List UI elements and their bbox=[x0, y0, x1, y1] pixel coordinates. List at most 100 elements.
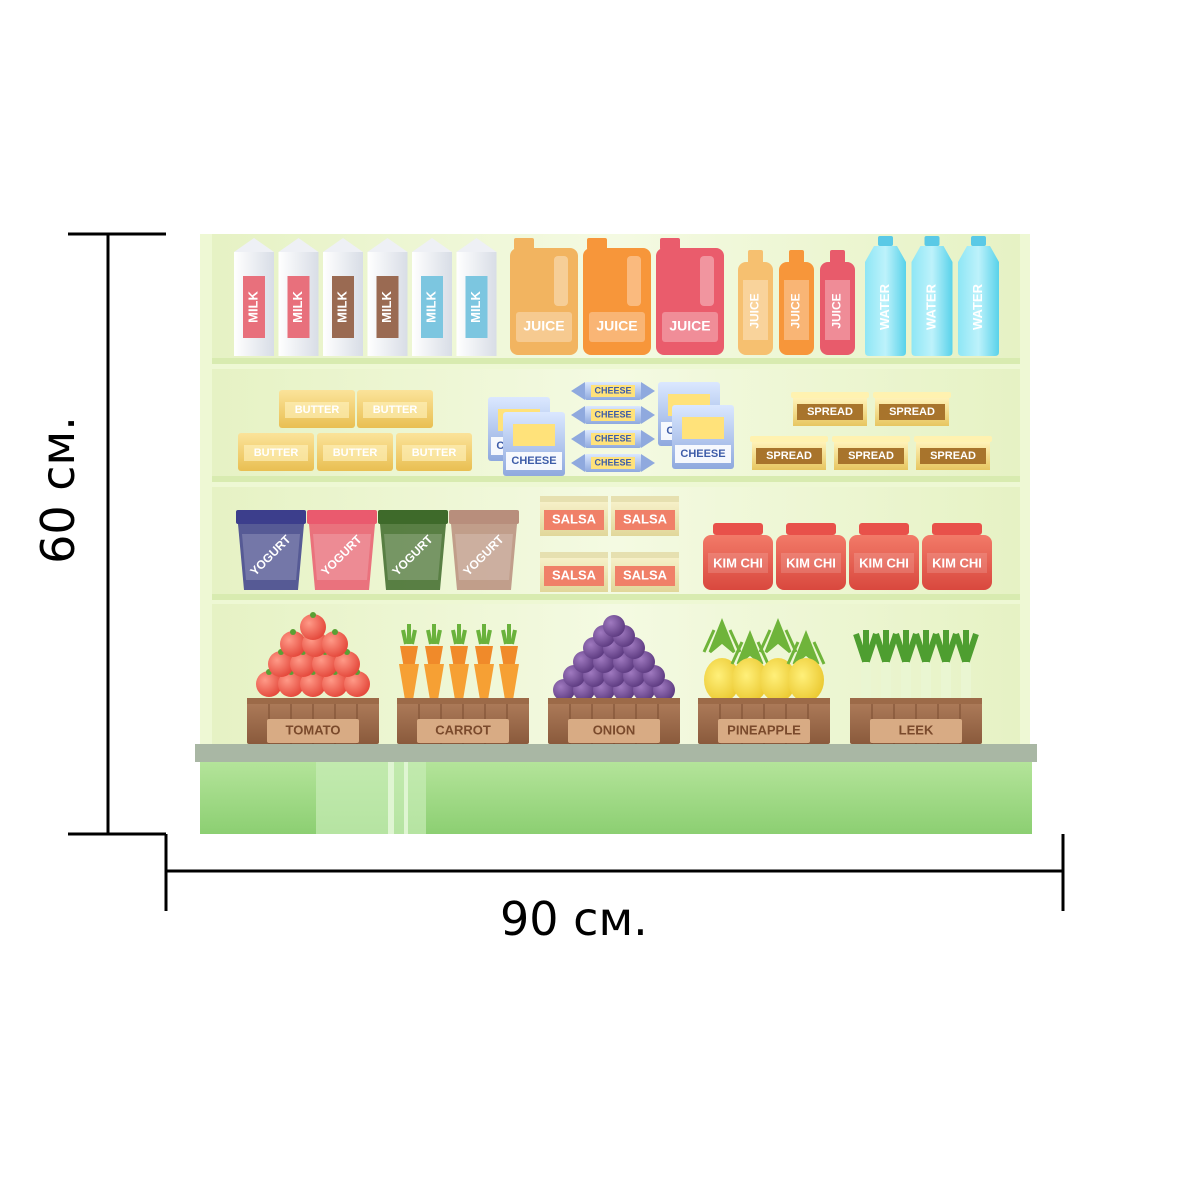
milk-carton: MILK bbox=[367, 238, 408, 356]
salsa-label: SALSA bbox=[552, 511, 597, 526]
kimchi-label: KIM CHI bbox=[786, 555, 836, 570]
shelf-dividers bbox=[212, 358, 1020, 600]
spread-label: SPREAD bbox=[930, 450, 976, 462]
spread-label: SPREAD bbox=[848, 450, 894, 462]
produce-pile bbox=[553, 615, 675, 701]
counter-highlight bbox=[316, 762, 426, 834]
juice-bottle: JUICE bbox=[779, 250, 814, 355]
cheese-label: CHEESE bbox=[594, 409, 631, 419]
counter-ledge bbox=[195, 744, 1037, 762]
water-label: WATER bbox=[923, 283, 938, 330]
height-label: 60 см. bbox=[31, 416, 85, 564]
produce-crate: CARROT bbox=[397, 624, 529, 744]
kimchi-jar: KIM CHI bbox=[922, 523, 992, 590]
juice-label: JUICE bbox=[523, 318, 564, 334]
juice-bottle: JUICE bbox=[738, 250, 773, 355]
cheese-bag: CHEESE bbox=[503, 412, 565, 476]
cheese-packet: CHEESE bbox=[571, 406, 655, 424]
height-dimension-line bbox=[68, 232, 166, 836]
kimchi-label: KIM CHI bbox=[713, 555, 763, 570]
cheese-label: CHEESE bbox=[594, 385, 631, 395]
cheese-label: CHEESE bbox=[594, 433, 631, 443]
crate-label: ONION bbox=[593, 722, 636, 737]
milk-label: MILK bbox=[379, 291, 394, 323]
butter-label: BUTTER bbox=[295, 404, 340, 416]
kimchi-label: KIM CHI bbox=[859, 555, 909, 570]
juice-jug: JUICE bbox=[656, 238, 724, 355]
milk-carton: MILK bbox=[456, 238, 497, 356]
produce-pile bbox=[256, 612, 370, 697]
butter-pack: BUTTER bbox=[317, 433, 393, 471]
spread-label: SPREAD bbox=[807, 406, 853, 418]
yogurt-cup: YOGURT bbox=[307, 510, 377, 590]
spread-tub: SPREAD bbox=[791, 392, 869, 426]
salsa-jar: SALSA bbox=[611, 496, 679, 536]
butter-label: BUTTER bbox=[412, 447, 457, 459]
cheese-bag: CHEESE bbox=[672, 405, 734, 469]
produce-pile bbox=[853, 630, 979, 700]
salsa-jar: SALSA bbox=[611, 552, 679, 592]
juice-bottle: JUICE bbox=[820, 250, 855, 355]
milk-carton: MILK bbox=[412, 238, 452, 356]
produce-crate: LEEK bbox=[850, 630, 982, 744]
salsa-jar: SALSA bbox=[540, 552, 608, 592]
produce-crate: ONION bbox=[548, 615, 680, 744]
produce-crate: PINEAPPLE bbox=[698, 617, 830, 744]
milk-label: MILK bbox=[245, 291, 260, 323]
kimchi-label: KIM CHI bbox=[932, 555, 982, 570]
juice-label: JUICE bbox=[748, 293, 762, 328]
juice-label: JUICE bbox=[596, 318, 637, 334]
crate-label: LEEK bbox=[899, 722, 934, 737]
butter-pack: BUTTER bbox=[396, 433, 472, 471]
spread-tub: SPREAD bbox=[914, 436, 992, 470]
juice-jug: JUICE bbox=[583, 238, 651, 355]
water-bottle: WATER bbox=[865, 236, 906, 356]
salsa-label: SALSA bbox=[623, 567, 668, 582]
counter-highlight-line bbox=[388, 762, 394, 834]
spread-label: SPREAD bbox=[889, 406, 935, 418]
produce-pile bbox=[399, 624, 519, 700]
shelf-row-4-items: TOMATO CARROT ONION PINEAPPLE LEEK bbox=[247, 612, 982, 744]
salsa-label: SALSA bbox=[552, 567, 597, 582]
shelf-row-1-items: MILK MILK MILK MILK MILK MILK JUICE JUICE JUICE J… bbox=[234, 236, 999, 356]
milk-label: MILK bbox=[423, 291, 438, 323]
yogurt-cup: YOGURT bbox=[449, 510, 519, 590]
milk-carton: MILK bbox=[278, 238, 319, 356]
milk-label: MILK bbox=[334, 291, 349, 323]
salsa-jar: SALSA bbox=[540, 496, 608, 536]
crate-label: PINEAPPLE bbox=[727, 722, 801, 737]
cheese-label: CHEESE bbox=[594, 457, 631, 467]
water-bottle: WATER bbox=[911, 236, 953, 356]
shelf-row-2-items: BUTTER BUTTER BUTTER BUTTER BUTTER CHEESE CHEE… bbox=[238, 382, 992, 476]
spread-tub: SPREAD bbox=[750, 436, 828, 470]
cheese-label: CHEESE bbox=[511, 455, 556, 467]
water-bottle: WATER bbox=[958, 236, 999, 356]
cheese-label: CHEESE bbox=[680, 448, 725, 460]
produce-pile bbox=[702, 617, 826, 702]
water-label: WATER bbox=[877, 283, 892, 330]
yogurt-cup: YOGURT bbox=[378, 510, 448, 590]
width-label: 90 см. bbox=[500, 892, 648, 946]
butter-label: BUTTER bbox=[373, 404, 418, 416]
crate-label: CARROT bbox=[435, 722, 491, 737]
butter-pack: BUTTER bbox=[279, 390, 355, 428]
juice-jug: JUICE bbox=[510, 238, 578, 355]
juice-label: JUICE bbox=[669, 318, 710, 334]
butter-label: BUTTER bbox=[254, 447, 299, 459]
milk-carton: MILK bbox=[323, 238, 363, 356]
salsa-label: SALSA bbox=[623, 511, 668, 526]
crate-label: TOMATO bbox=[286, 722, 341, 737]
spread-tub: SPREAD bbox=[832, 436, 910, 470]
cheese-packet: CHEESE bbox=[571, 454, 655, 472]
milk-label: MILK bbox=[290, 291, 305, 323]
kimchi-jar: KIM CHI bbox=[776, 523, 846, 590]
milk-label: MILK bbox=[468, 291, 483, 323]
butter-pack: BUTTER bbox=[357, 390, 433, 428]
kimchi-jar: KIM CHI bbox=[703, 523, 773, 590]
width-dimension-line bbox=[164, 834, 1065, 911]
juice-label: JUICE bbox=[830, 293, 844, 328]
butter-pack: BUTTER bbox=[238, 433, 314, 471]
spread-label: SPREAD bbox=[766, 450, 812, 462]
